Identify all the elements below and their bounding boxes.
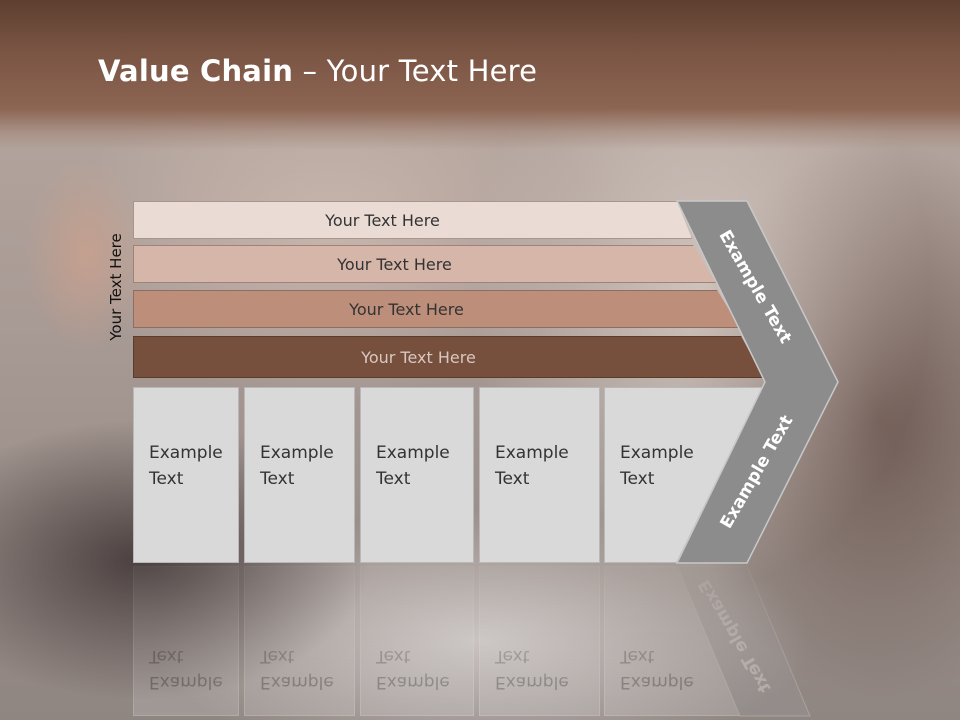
reflected-chevron-label: Example Text: [694, 575, 776, 697]
reflected-box: Example Text: [360, 566, 474, 716]
box-text-line: Text: [376, 469, 411, 489]
reflected-text: Text: [376, 646, 411, 666]
slide-title: Value Chain – Your Text Here: [98, 54, 537, 88]
reflected-text: Example: [376, 672, 450, 692]
example-box-4: Example Text: [479, 387, 600, 563]
reflected-text: Text: [620, 646, 655, 666]
value-row-label: Your Text Here: [349, 299, 464, 319]
reflected-text: Example: [495, 672, 569, 692]
title-rest-part: – Your Text Here: [293, 54, 538, 88]
example-box-2: Example Text: [244, 387, 355, 563]
box-text-line: Text: [620, 469, 655, 489]
box-text-line: Text: [495, 469, 530, 489]
box-text-line: Text: [260, 469, 295, 489]
reflected-chevron-shape: [676, 566, 811, 717]
box-text-line: Example: [376, 443, 450, 463]
title-bar: Value Chain – Your Text Here: [0, 0, 960, 150]
value-row-label: Your Text Here: [337, 254, 452, 274]
reflected-box: Example Text: [479, 566, 600, 716]
reflected-chevron: [676, 566, 811, 717]
box-text-line: Example: [620, 443, 694, 463]
reflected-text: Example: [620, 672, 694, 692]
reflected-text: Text: [260, 646, 295, 666]
value-row-label: Your Text Here: [361, 347, 476, 367]
chevron-label-top: Example Text: [714, 226, 796, 348]
vertical-axis-label: Your Text Here: [107, 233, 125, 341]
value-row-2: Your Text Here: [133, 245, 716, 283]
example-box-5: Example Text: [604, 387, 762, 563]
value-row-4: Your Text Here: [133, 336, 764, 378]
reflected-box: Example Text: [244, 566, 355, 716]
example-box-1: Example Text: [133, 387, 239, 563]
value-row-1: Your Text Here: [133, 201, 692, 239]
reflected-text: Example: [260, 672, 334, 692]
box-text-line: Example: [495, 443, 569, 463]
mirror-reflection: Example Text Example Text Example Text Exam…: [0, 566, 960, 720]
reflected-text: Text: [495, 646, 530, 666]
box-text-line: Example: [260, 443, 334, 463]
value-row-label: Your Text Here: [325, 210, 440, 230]
title-bold-part: Value Chain: [98, 54, 294, 88]
reflected-text: Text: [149, 646, 184, 666]
reflected-box: Example Text: [133, 566, 239, 716]
reflected-box: Example Text: [604, 566, 762, 716]
reflected-text: Example: [149, 672, 223, 692]
example-box-3: Example Text: [360, 387, 474, 563]
value-row-3: Your Text Here: [133, 290, 740, 328]
box-text-line: Example: [149, 443, 223, 463]
box-text-line: Text: [149, 469, 184, 489]
